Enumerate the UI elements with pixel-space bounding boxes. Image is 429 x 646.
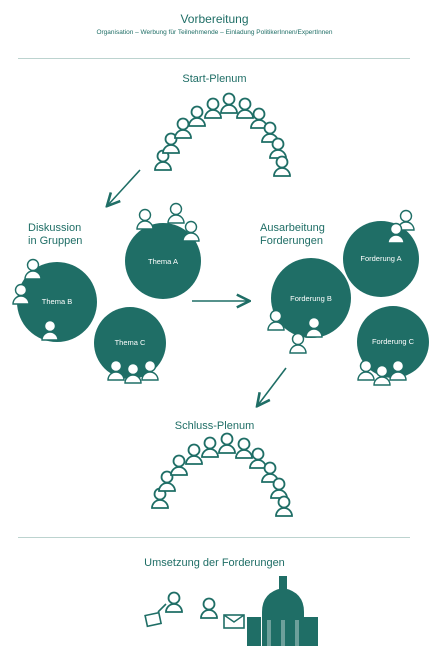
closing-plenum-people-arc — [151, 432, 293, 517]
thema-a-group — [125, 202, 201, 299]
elaboration-label-line2: Forderungen — [260, 235, 323, 247]
forderung-b-label: Forderung B — [290, 294, 332, 303]
elaboration-label: Ausarbeitung Forderungen — [260, 222, 325, 248]
thema-b-group — [12, 258, 97, 342]
person-with-letter-icon — [200, 597, 245, 629]
header-title: Vorbereitung — [180, 12, 249, 26]
forderung-b-group — [267, 258, 351, 354]
discussion-label-line1: Diskussion — [28, 222, 82, 234]
thema-b-label: Thema B — [41, 297, 73, 306]
arrow-demands-to-closing — [258, 367, 287, 405]
thema-a-label: Thema A — [147, 257, 178, 266]
forderung-c-label: Forderung C — [371, 337, 415, 346]
start-plenum-people-arc — [154, 92, 291, 177]
forderung-c-group — [357, 306, 429, 386]
thema-c-group — [94, 307, 166, 384]
elaboration-label-line1: Ausarbeitung — [260, 222, 325, 234]
parliament-building-icon — [247, 576, 318, 646]
forderung-a-group — [343, 209, 419, 297]
discussion-label: Diskussion in Gruppen — [28, 222, 82, 248]
thema-c-label: Thema C — [114, 338, 146, 347]
footer-title: Umsetzung der Forderungen — [144, 557, 285, 569]
closing-plenum-label: Schluss-Plenum — [174, 420, 255, 432]
forderung-a-label: Forderung A — [360, 254, 402, 263]
bottom-divider — [18, 537, 410, 538]
discussion-label-line2: in Gruppen — [28, 235, 83, 247]
header-subtitle: Organisation – Werbung für Teilnehmende … — [96, 29, 333, 36]
start-plenum-label: Start-Plenum — [182, 73, 247, 85]
arrow-start-to-groups — [108, 169, 141, 205]
top-divider — [18, 58, 410, 59]
person-with-sign-icon — [144, 591, 183, 628]
